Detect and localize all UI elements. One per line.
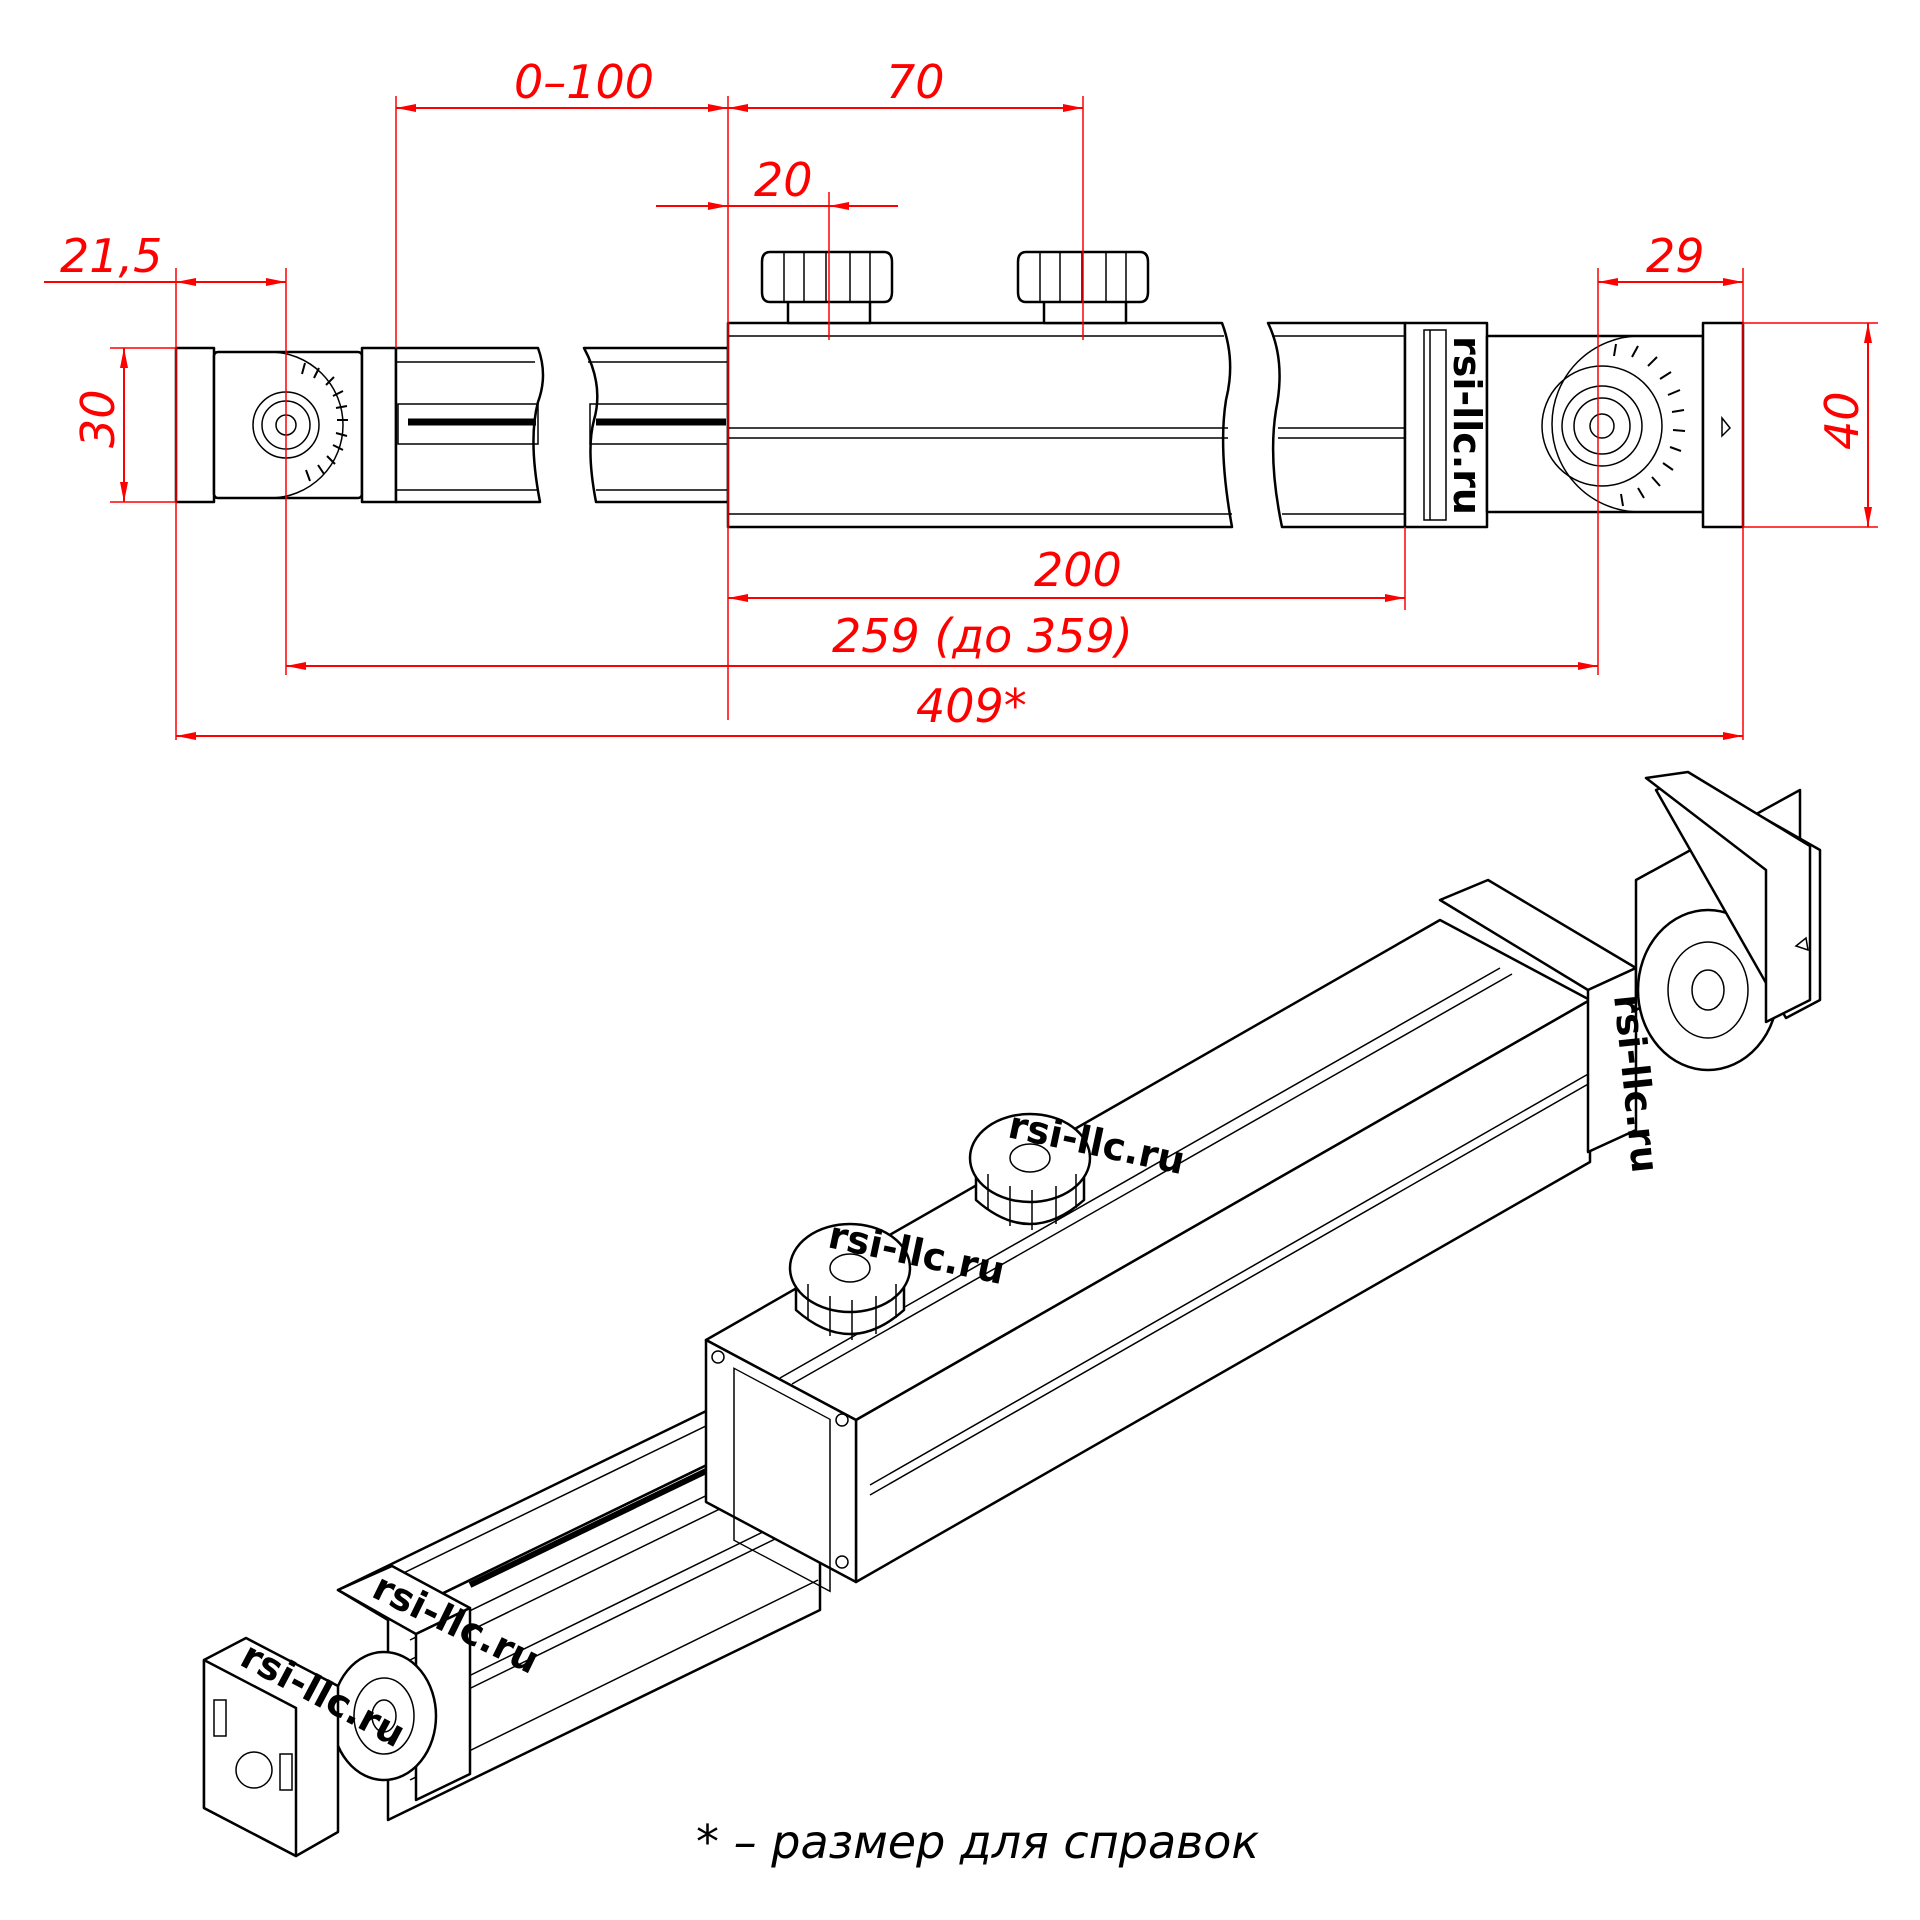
dim-height-left: 30 <box>71 389 125 448</box>
left-dial-ticks <box>301 362 348 482</box>
isometric-view: rsi-llc.ru rsi-llc.ru rsi-llc.ru <box>202 770 1822 1858</box>
right-collar: rsi-llc.ru <box>1403 321 1489 529</box>
dim-stroke: 0–100 <box>514 55 654 109</box>
iso-inner-rail <box>336 1378 822 1822</box>
top-view: rsi-llc.ru <box>174 250 1745 529</box>
right-dial-ticks <box>1613 343 1686 507</box>
iso-outer-tube <box>704 918 1592 1593</box>
iso-right-mount <box>1634 770 1822 1072</box>
dim-axis-length: 259 (до 359) <box>832 609 1133 663</box>
inner-rail <box>394 346 730 504</box>
dimensions: 0–100 70 20 21,5 29 30 40 200 259 (до 35… <box>44 55 1878 740</box>
iso-direction-triangle-icon <box>1794 936 1809 952</box>
iso-left-mount: rsi-llc.ru <box>202 1633 438 1858</box>
dim-end-left: 21,5 <box>60 229 162 283</box>
footnote: * – размер для справок <box>696 1815 1259 1869</box>
clamp-knob-1 <box>760 250 894 325</box>
dim-offset: 20 <box>754 153 813 207</box>
dim-overall-length: 409* <box>916 679 1027 733</box>
dim-height-right: 40 <box>1815 391 1869 450</box>
left-end-mount <box>174 346 398 504</box>
outer-tube <box>726 321 1407 529</box>
dim-body-length: 200 <box>1034 543 1122 597</box>
dim-pitch: 70 <box>886 55 945 109</box>
right-end-mount <box>1485 321 1745 529</box>
top-view-logo: rsi-llc.ru <box>1445 336 1489 515</box>
direction-triangle-icon <box>1721 415 1732 438</box>
dim-end-right: 29 <box>1646 229 1705 283</box>
